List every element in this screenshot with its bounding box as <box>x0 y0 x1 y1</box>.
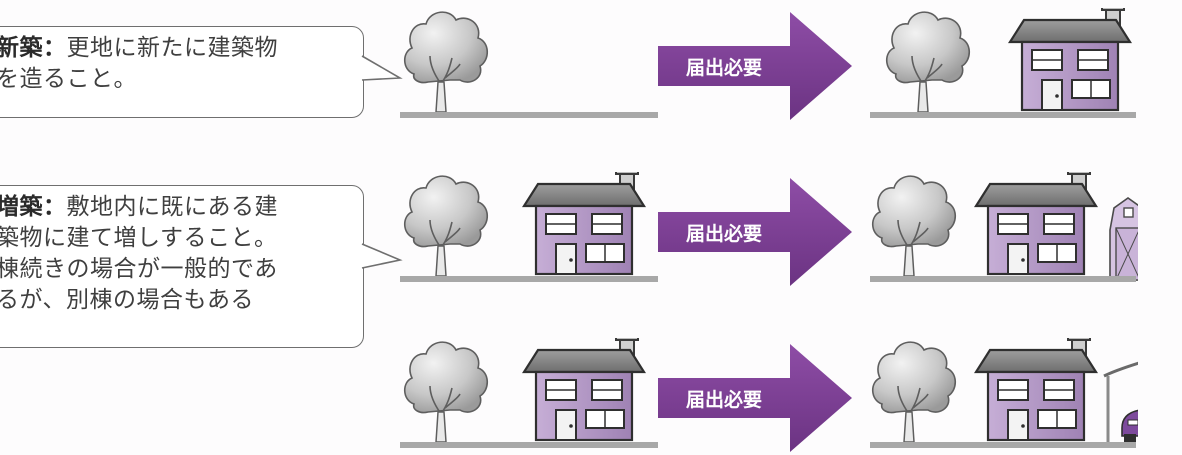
scene-after-row3 <box>870 338 1138 448</box>
house-icon <box>1008 8 1132 112</box>
scene-after-row2 <box>870 172 1138 285</box>
arrow-label: 届出必要 <box>686 56 762 79</box>
arrow-icon <box>658 344 852 452</box>
tree-icon <box>871 175 957 277</box>
scene-before-row3 <box>400 338 658 448</box>
ground-line <box>870 276 1136 282</box>
arrow-icon <box>658 178 852 286</box>
tree-icon <box>403 11 489 113</box>
ground-line <box>400 276 658 282</box>
term-label: 増築 <box>0 194 43 220</box>
carport-icon <box>1102 348 1138 444</box>
tree-icon <box>403 175 489 277</box>
bubble-tail <box>361 243 403 269</box>
definition-bubble-shinchiku: 新築：更地に新たに建築物 を造ること。 <box>0 26 364 118</box>
ground-line <box>400 442 658 448</box>
tree-icon <box>403 341 489 443</box>
house-icon <box>974 172 1098 276</box>
bubble-line: を造ること。 <box>0 66 137 92</box>
scene-after-row1 <box>870 8 1136 118</box>
arrow-row3: 届出必要 <box>658 344 852 452</box>
arrow-row1: 届出必要 <box>658 12 852 120</box>
ground-line <box>400 112 658 118</box>
arrow-label: 届出必要 <box>686 388 762 411</box>
term-label: 新築 <box>0 35 43 61</box>
definition-bubble-zouchiku: 増築：敷地内に既にある建 築物に建て増しすること。 棟続きの場合が一般的であ る… <box>0 185 364 348</box>
bubble-line: るが、別棟の場合もある <box>0 287 255 313</box>
house-icon <box>522 172 646 276</box>
tree-icon <box>885 11 971 113</box>
bubble-line: 新築：更地に新たに建築物 <box>0 33 353 64</box>
tree-icon <box>871 341 957 443</box>
scene-before-row2 <box>400 172 658 282</box>
arrow-label: 届出必要 <box>686 222 762 245</box>
bubble-line: 増築：敷地内に既にある建 <box>0 192 353 223</box>
house-icon <box>522 338 646 442</box>
barn-icon <box>1109 197 1138 285</box>
arrow-row2: 届出必要 <box>658 178 852 286</box>
arrow-icon <box>658 12 852 120</box>
ground-line <box>870 112 1136 118</box>
bubble-tail <box>361 55 403 81</box>
bubble-line: 棟続きの場合が一般的であ <box>0 256 278 282</box>
house-icon <box>974 338 1098 442</box>
scene-before-row1 <box>400 11 658 118</box>
ground-line <box>870 442 1136 448</box>
bubble-line: 築物に建て増しすること。 <box>0 225 278 251</box>
